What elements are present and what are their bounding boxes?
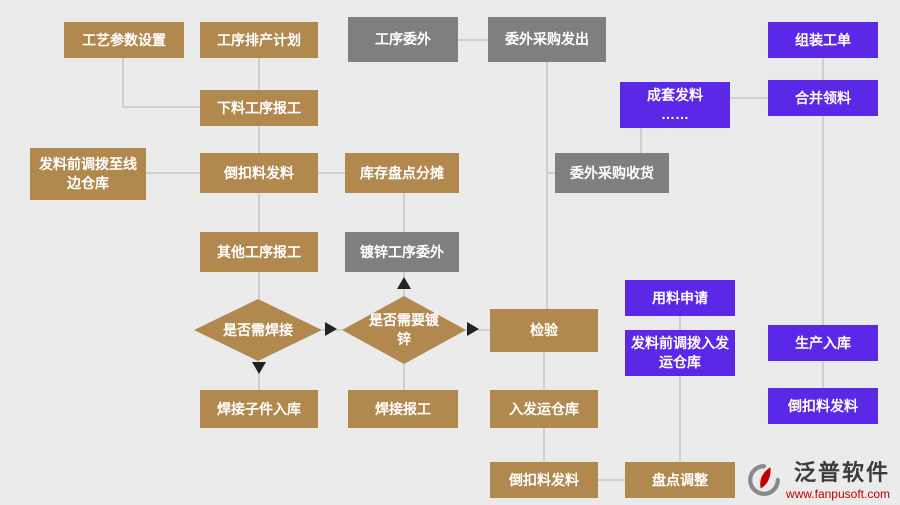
flow-node-backflush-issue-2: 倒扣料发料 [490,462,598,498]
flow-node-scheduling-plan: 工序排产计划 [200,22,318,58]
flow-node-material-request: 用料申请 [625,280,735,316]
connector-line [258,272,260,299]
arrow-up-icon [397,277,411,289]
flow-node-other-process-report: 其他工序报工 [200,232,318,272]
connector-line [546,172,555,174]
flow-decision-need-galvanize: 是否需要镀 锌 [342,296,466,364]
connector-line [458,39,488,41]
flow-node-galvanize-outsource: 镀锌工序委外 [345,232,459,272]
flow-node-merge-picking: 合并领料 [768,80,878,116]
connector-line [598,479,625,481]
connector-line [146,172,200,174]
logo-icon [748,464,780,497]
connector-line [543,352,545,390]
connector-line [730,97,768,99]
connector-line [822,361,824,388]
arrow-right-icon [325,322,337,336]
flow-node-weld-sub-receipt: 焊接子件入库 [200,390,318,428]
arrow-right-icon [467,322,479,336]
connector-line [822,116,824,325]
arrow-down-icon [252,362,266,374]
flow-node-weld-report: 焊接报工 [348,390,458,428]
connector-line [403,364,405,390]
flow-node-outsource-receipt: 委外采购收货 [555,153,669,193]
flow-node-backflush-issue-prod: 倒扣料发料 [768,388,878,424]
flow-node-backflush-issue-1: 倒扣料发料 [200,153,318,193]
flow-node-pre-issue-transfer: 发料前调拨至线 边仓库 [30,148,146,200]
connector-line [679,376,681,462]
logo-url[interactable]: www.fanpusoft.com [785,486,890,501]
connector-line [640,128,642,153]
connector-line [122,58,124,108]
flow-node-process-params: 工艺参数设置 [64,22,184,58]
connector-line [318,172,345,174]
flow-node-set-issue: 成套发料 …… [620,82,730,128]
flow-node-process-outsourcing: 工序委外 [348,17,458,62]
logo-text: 泛普软件 [793,460,890,486]
flow-node-assembly-order: 组装工单 [768,22,878,58]
connector-line [258,361,260,390]
connector-line [543,428,545,462]
connector-line [546,62,548,309]
flow-node-inventory-apportion: 库存盘点分摊 [345,153,459,193]
flow-node-shipping-warehouse-in: 入发运仓库 [490,390,598,428]
fanpu-logo[interactable]: 泛普软件 www.fanpusoft.com [747,461,890,501]
flow-decision-need-weld: 是否需焊接 [194,299,322,361]
connector-line [822,58,824,80]
flow-node-cutting-report: 下料工序报工 [200,90,318,126]
flow-node-production-receipt: 生产入库 [768,325,878,361]
flow-node-inspection: 检验 [490,309,598,352]
connector-line [679,316,681,330]
connector-line [258,58,260,90]
connector-line [122,106,200,108]
flow-node-inventory-adjust: 盘点调整 [625,462,735,498]
connector-line [258,193,260,232]
flow-node-pre-issue-transfer-ship: 发料前调拨入发 运仓库 [625,330,735,376]
connector-line [403,193,405,232]
connector-line [258,126,260,153]
flow-node-outsource-po-issue: 委外采购发出 [488,17,606,62]
